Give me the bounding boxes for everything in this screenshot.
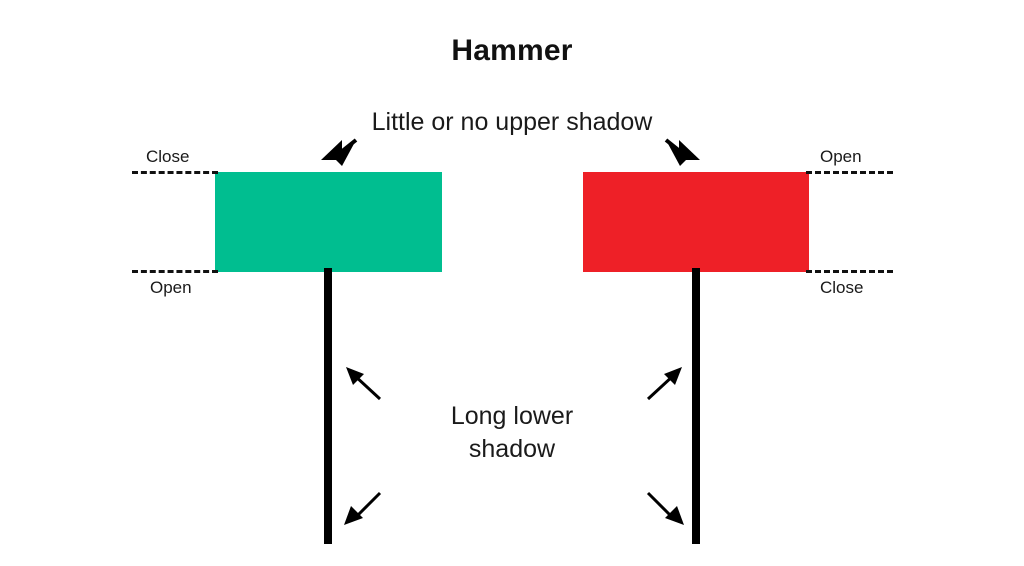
lower-shadow-annotation-line2: shadow <box>468 435 556 463</box>
arrow-down-right-icon <box>644 489 688 529</box>
bullish-close-level-line <box>132 171 218 174</box>
bearish-candle-lower-shadow <box>692 268 700 544</box>
arrow-up-left-icon <box>342 365 384 403</box>
bearish-close-level-line <box>806 270 893 273</box>
upper-shadow-annotation: Little or no upper shadow <box>371 108 653 136</box>
bullish-close-label: Close <box>146 147 190 166</box>
bullish-candle-body <box>215 172 442 272</box>
arrow-down-left-icon <box>340 489 384 529</box>
bearish-open-level-line <box>806 171 893 174</box>
arrow-up-right-icon <box>644 365 686 403</box>
page-title: Hammer <box>451 34 573 67</box>
bearish-candle-body <box>583 172 809 272</box>
lower-shadow-annotation: Long lower shadow <box>362 400 662 466</box>
bullish-open-level-line <box>132 270 218 273</box>
bearish-close-label: Close <box>820 278 864 297</box>
bearish-open-label: Open <box>820 147 862 166</box>
bullish-candle-lower-shadow <box>324 268 332 544</box>
lower-shadow-annotation-line1: Long lower <box>450 402 574 430</box>
arrow-down-right-icon <box>662 138 710 172</box>
arrow-down-left-icon <box>312 138 360 172</box>
bullish-open-label: Open <box>150 278 192 297</box>
